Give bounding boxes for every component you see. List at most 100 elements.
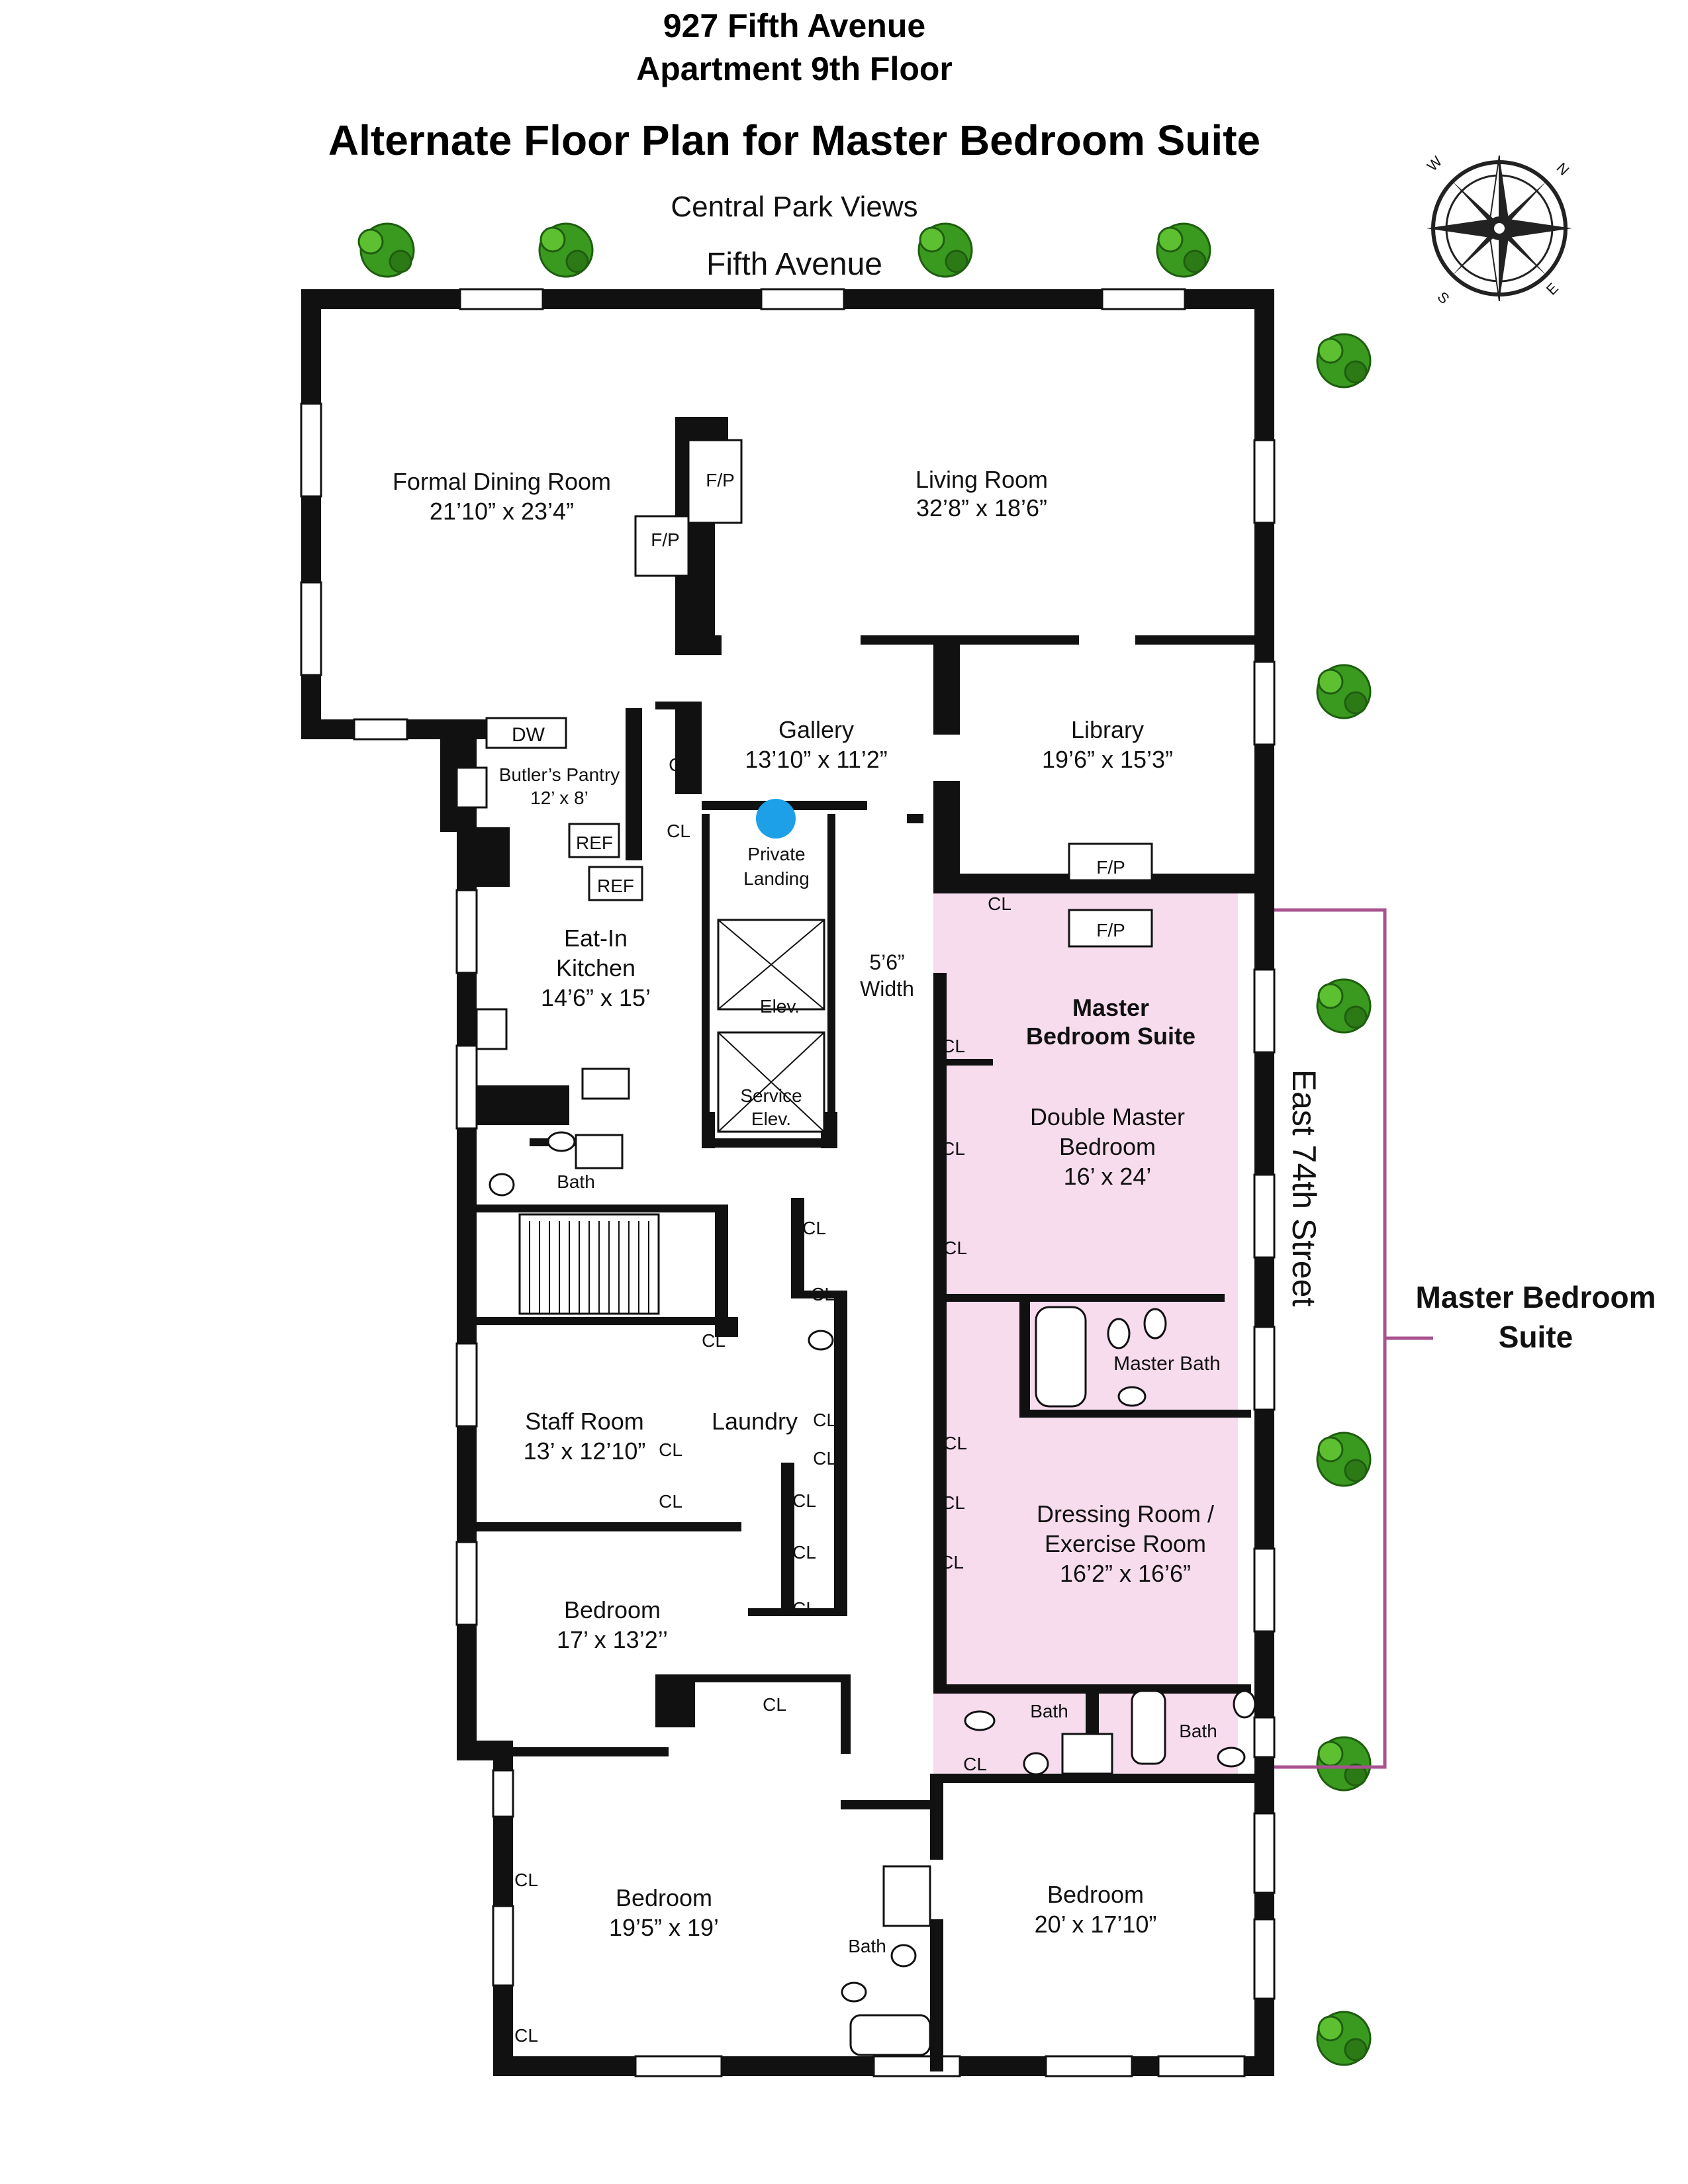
closet-label: CL xyxy=(763,1694,786,1715)
dining-room-size: 21’10” x 23’4” xyxy=(430,498,574,525)
shower-icon xyxy=(882,1865,931,1927)
fireplace-box xyxy=(634,515,690,577)
closet-label: CL xyxy=(943,1433,967,1453)
compass-w: W xyxy=(1424,153,1446,175)
trees xyxy=(357,222,1372,2066)
closet-label: CL xyxy=(792,1490,816,1511)
bath-label: Bath xyxy=(557,1171,595,1192)
dishwasher-box xyxy=(485,717,567,749)
bedroom-sw-name: Bedroom xyxy=(616,1884,712,1911)
refrigerator-label: REF xyxy=(576,833,613,853)
compass-n: N xyxy=(1553,159,1572,179)
fifth-avenue-label: Fifth Avenue xyxy=(706,247,882,282)
tub-icon xyxy=(849,2014,931,2056)
sink-icon xyxy=(547,1131,576,1152)
fireplace-box xyxy=(687,439,743,524)
closet-label: CL xyxy=(669,754,692,775)
shower-icon xyxy=(1061,1733,1113,1775)
sink-icon xyxy=(1217,1747,1246,1768)
service-elevator-line1: Service xyxy=(740,1085,802,1106)
interior-walls xyxy=(477,417,1264,2071)
fireplace-label: F/P xyxy=(1096,857,1125,878)
gallery-name: Gallery xyxy=(778,716,854,743)
closet-label: CL xyxy=(514,1870,538,1890)
closet-label: CL xyxy=(659,1491,682,1512)
windows xyxy=(300,288,1276,2077)
tub-icon xyxy=(1131,1690,1166,1765)
tree-icon xyxy=(1316,2011,1372,2066)
fireplace-box xyxy=(1068,842,1153,882)
closet-label: CL xyxy=(941,1036,965,1056)
central-park-views-label: Central Park Views xyxy=(671,191,918,223)
bedroom-mid-size: 17’ x 13’2’’ xyxy=(557,1626,668,1653)
tub-icon xyxy=(1035,1306,1087,1408)
dressing-line2: Exercise Room xyxy=(1045,1530,1206,1557)
fireplace-label: F/P xyxy=(1096,920,1125,940)
suite-title-line1: Master xyxy=(1072,994,1149,1021)
compass-s: S xyxy=(1434,289,1452,307)
master-bedroom-line1: Double Master xyxy=(1030,1103,1185,1130)
kitchen-line2: Kitchen xyxy=(556,954,635,981)
private-landing-marker xyxy=(756,799,796,839)
closet-label: CL xyxy=(802,1218,826,1238)
toilet-icon xyxy=(1023,1752,1049,1776)
stair-treads xyxy=(529,1221,649,1314)
gallery-size: 13’10” x 11’2” xyxy=(745,746,887,773)
toilet-icon xyxy=(1233,1690,1256,1719)
pantry-name: Butler’s Pantry xyxy=(499,764,620,785)
fixture-labels: F/P F/P F/P F/P DW REF REF CL CL CL CL C… xyxy=(512,470,1217,2046)
elevator-label: Elev. xyxy=(760,996,800,1017)
sink-icon xyxy=(841,1981,867,2003)
service-elevator-line2: Elev. xyxy=(751,1109,791,1129)
closet-label: CL xyxy=(940,1552,964,1572)
bath-label: Bath xyxy=(848,1936,886,1956)
fireplace-label: F/P xyxy=(651,529,680,550)
closet-label: CL xyxy=(941,1138,965,1159)
master-bath-label: Master Bath xyxy=(1113,1353,1221,1375)
master-suite-callout-bracket xyxy=(1271,908,1433,1769)
closet-label: CL xyxy=(811,1284,835,1304)
tree-icon xyxy=(1316,1736,1372,1792)
closet-label: CL xyxy=(813,1410,837,1430)
hall-width-line1: 5’6” xyxy=(869,950,904,974)
toilet-icon xyxy=(890,1944,917,1968)
closet-label: CL xyxy=(988,893,1011,914)
elevator-cross xyxy=(718,919,825,1132)
refrigerator-box xyxy=(588,866,643,901)
address-line2: Apartment 9th Floor xyxy=(636,50,953,87)
tree-icon xyxy=(1316,978,1372,1034)
hall-width-line2: Width xyxy=(860,977,914,1001)
staff-room-size: 13’ x 12’10” xyxy=(524,1437,646,1465)
closet-label: CL xyxy=(792,1598,816,1619)
bedroom-se-size: 20’ x 17’10” xyxy=(1035,1911,1157,1938)
living-room-name: Living Room xyxy=(915,466,1048,493)
living-room-size: 32’8” x 18’6” xyxy=(916,494,1047,522)
dining-room-name: Formal Dining Room xyxy=(393,468,611,495)
staff-room-name: Staff Room xyxy=(525,1408,643,1435)
bedroom-sw-size: 19’5” x 19’ xyxy=(609,1914,719,1941)
laundry-label: Laundry xyxy=(712,1408,798,1435)
compass-e: E xyxy=(1543,279,1562,298)
callout-line2: Suite xyxy=(1498,1320,1573,1354)
fireplace-box xyxy=(1068,909,1153,948)
refrigerator-box xyxy=(568,823,620,858)
sink-icon xyxy=(964,1710,996,1731)
sink-icon xyxy=(455,766,488,809)
bedroom-mid-name: Bedroom xyxy=(564,1596,661,1623)
sink-icon xyxy=(1117,1386,1147,1407)
kitchen-line1: Eat-In xyxy=(564,925,628,952)
bath-label: Bath xyxy=(1179,1721,1217,1741)
landing-line2: Landing xyxy=(743,868,810,889)
library-size: 19’6” x 15’3” xyxy=(1042,746,1173,773)
fireplace-label: F/P xyxy=(706,470,735,490)
tree-icon xyxy=(917,222,973,278)
master-bedroom-line2: Bedroom xyxy=(1059,1133,1156,1160)
tree-icon xyxy=(1316,333,1372,388)
bath-label: Bath xyxy=(1030,1701,1068,1721)
toilet-icon xyxy=(1107,1318,1131,1349)
closet-label: CL xyxy=(659,1439,682,1460)
shower-icon xyxy=(575,1134,624,1169)
closet-label: CL xyxy=(813,1448,837,1469)
master-bedroom-size: 16’ x 24’ xyxy=(1064,1163,1152,1190)
